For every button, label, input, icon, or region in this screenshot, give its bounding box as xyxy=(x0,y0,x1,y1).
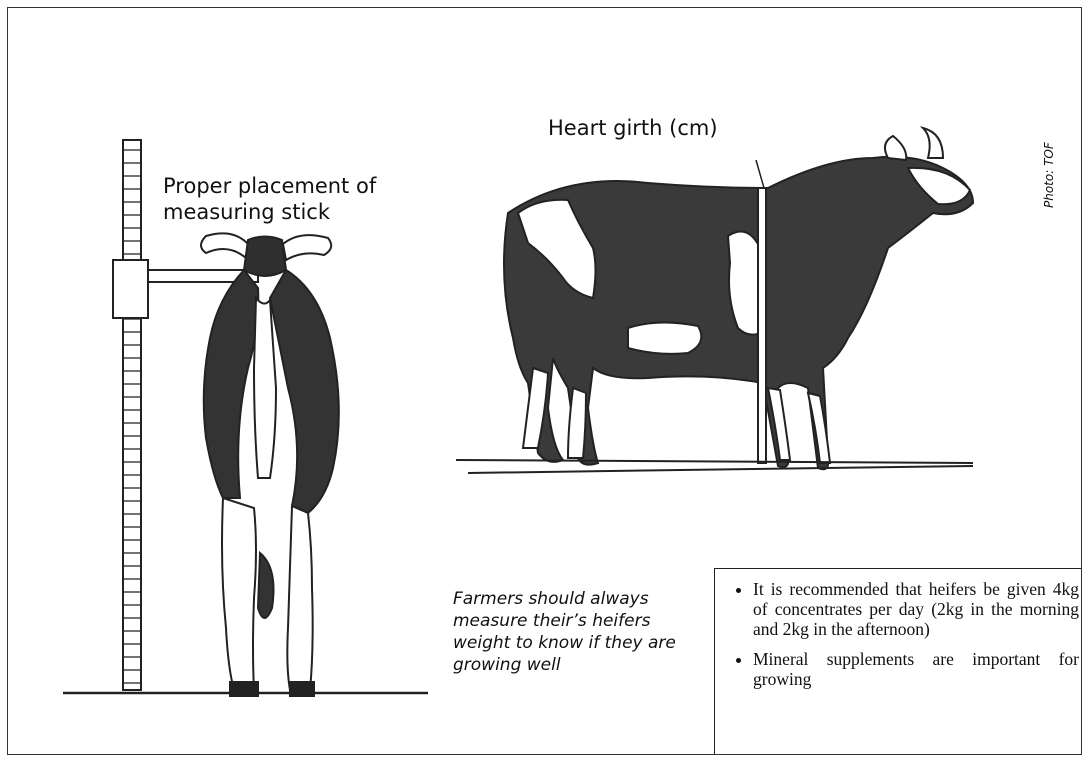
tip-item: It is recommended that heifers be given … xyxy=(753,579,1079,639)
photo-credit: Photo: TOF xyxy=(1042,128,1062,208)
ground-line-right-top xyxy=(456,460,973,463)
tips-list: It is recommended that heifers be given … xyxy=(715,569,1082,689)
page-frame: Proper placement of measuring stick Hear… xyxy=(7,7,1082,755)
heart-girth-label: Heart girth (cm) xyxy=(548,116,718,140)
tip-item: Mineral supplements are important for gr… xyxy=(753,649,1079,689)
stick-placement-label: Proper placement of measuring stick xyxy=(163,173,423,225)
girth-pointer xyxy=(756,160,764,188)
ground-line-right-bottom xyxy=(468,466,973,473)
figure-caption: Farmers should always measure their’s he… xyxy=(453,588,683,676)
heifer-side-view xyxy=(504,128,973,469)
tips-sidebar: It is recommended that heifers be given … xyxy=(714,568,1082,755)
heifer-rear-view xyxy=(201,233,339,696)
